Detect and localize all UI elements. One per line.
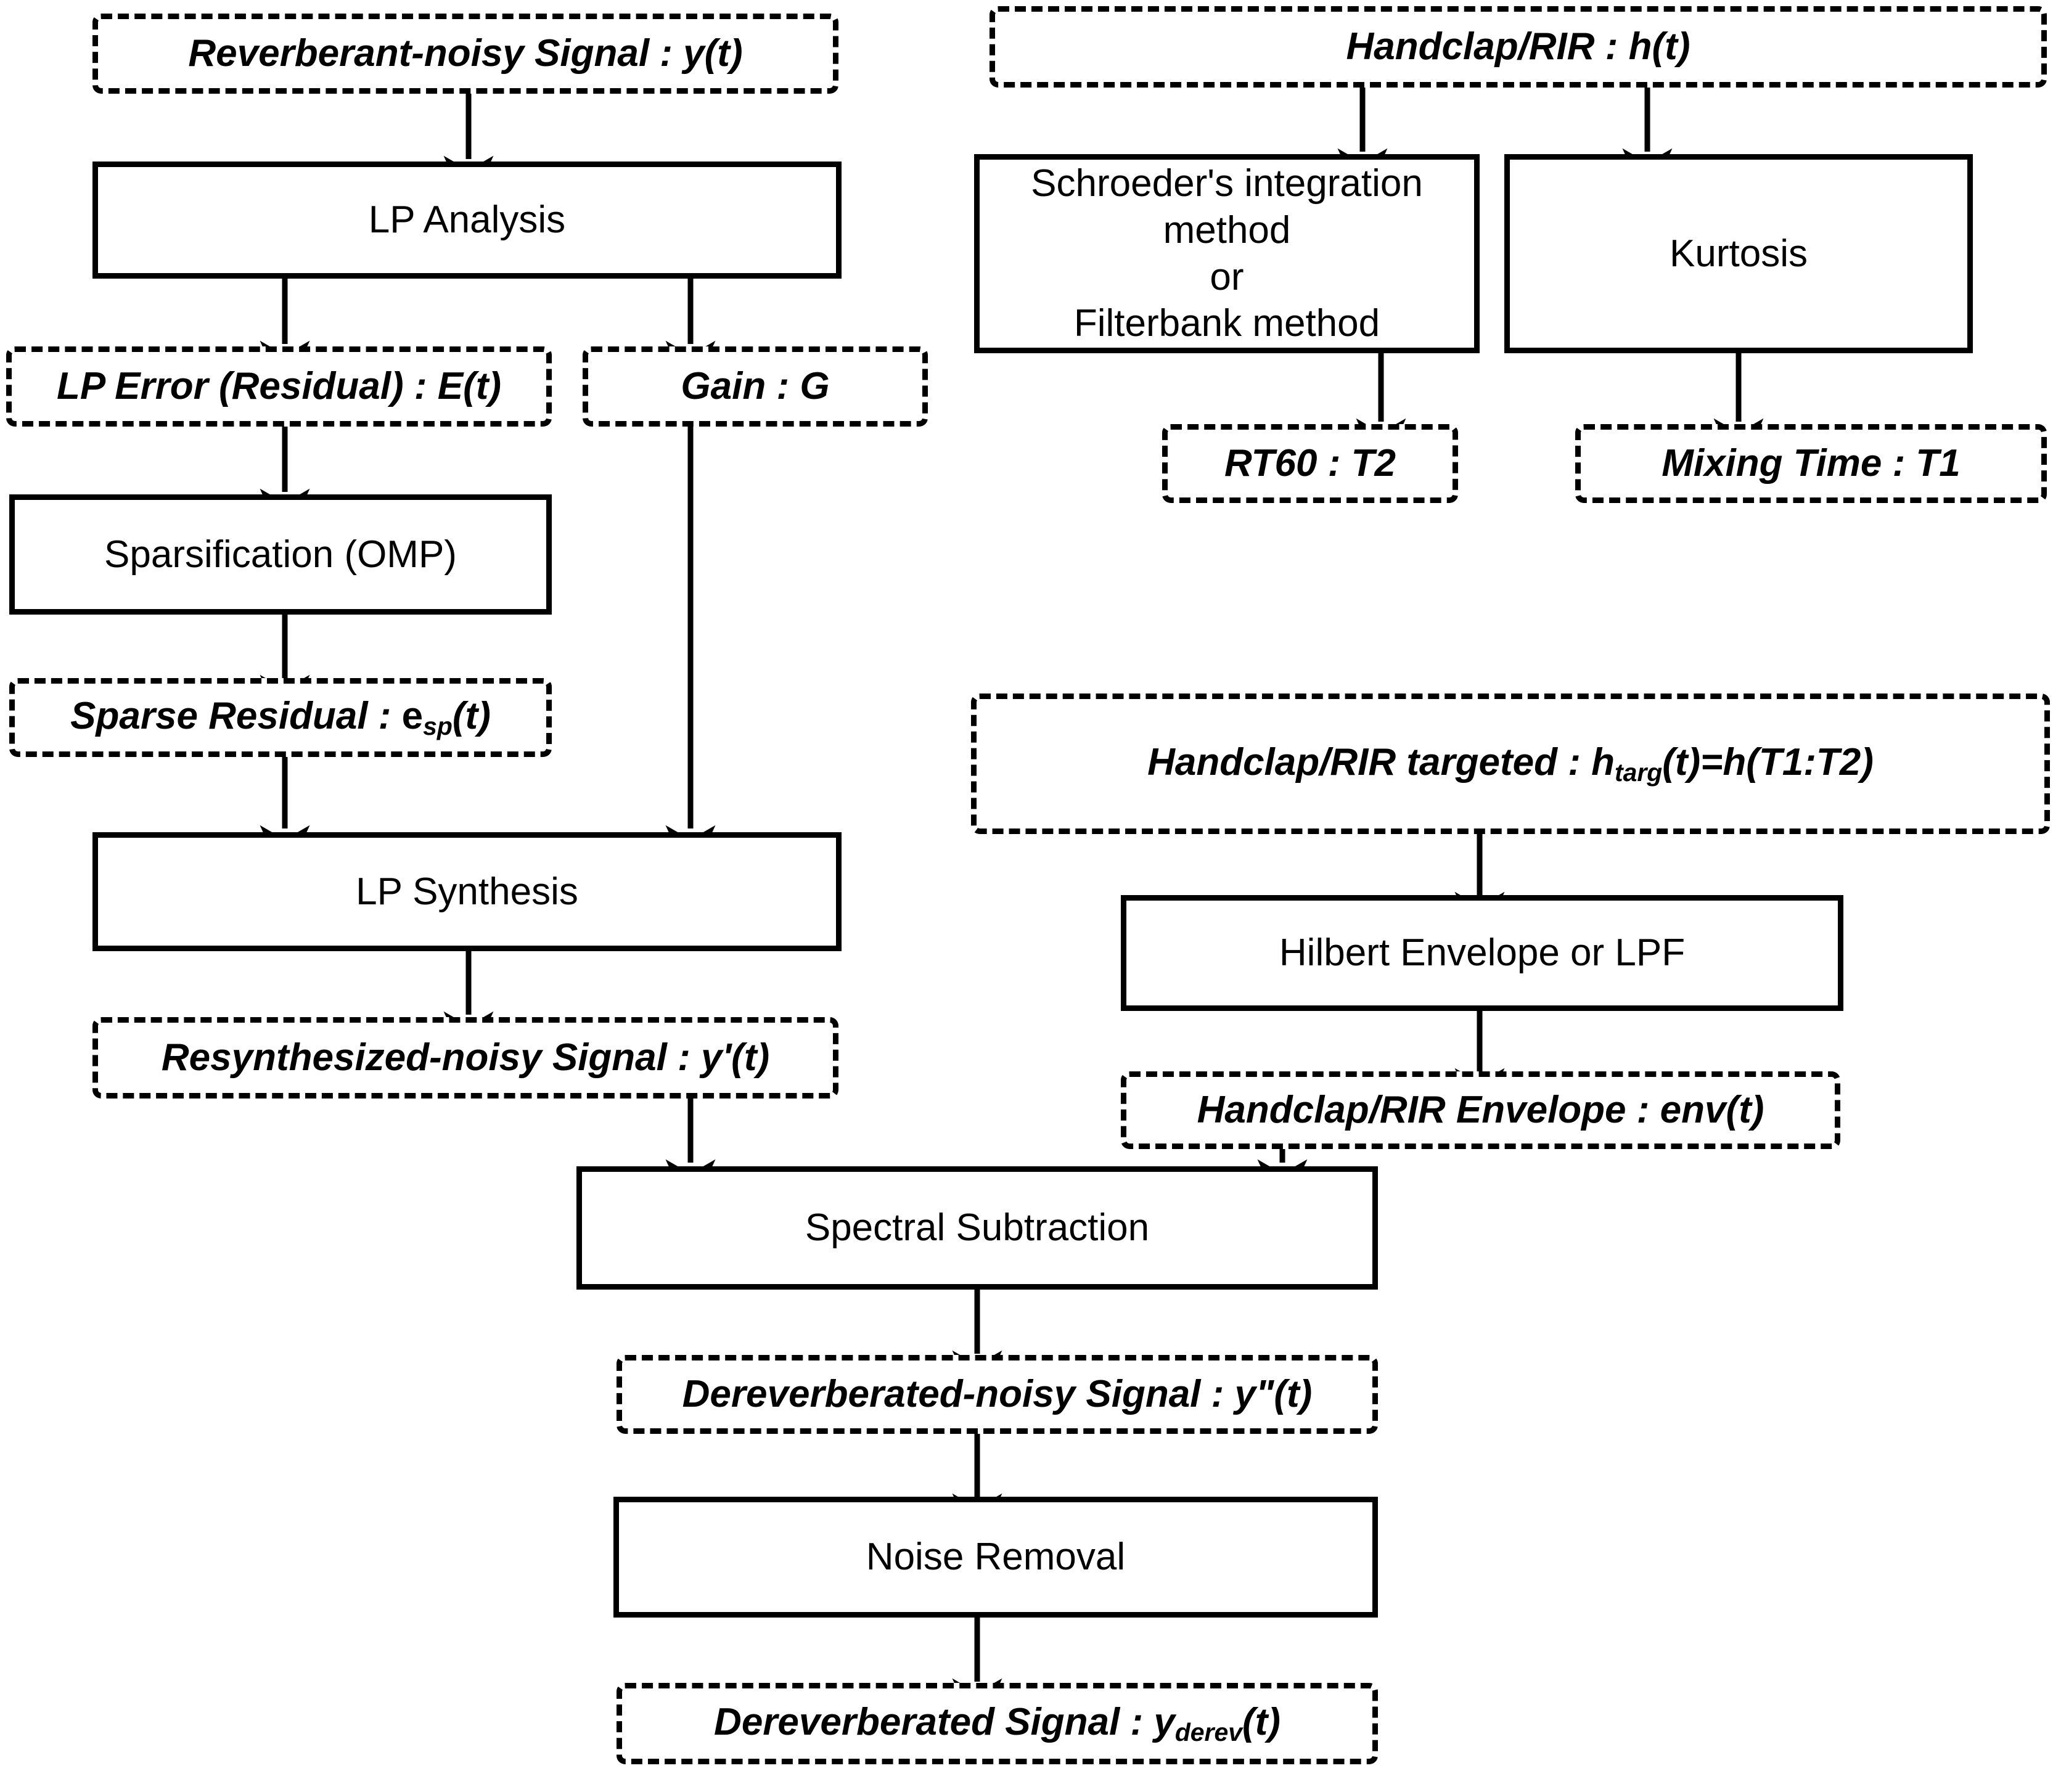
handclap-targeted-prefix: Handclap/RIR targeted : h: [1147, 740, 1615, 783]
node-handclap-rir-targeted[interactable]: Handclap/RIR targeted : htarg(t)=h(T1:T2…: [971, 693, 2050, 834]
node-label: Mixing Time : T1: [1662, 442, 1961, 485]
node-label: Spectral Subtraction: [805, 1206, 1150, 1250]
node-resynthesized-noisy-signal[interactable]: Resynthesized-noisy Signal : y'(t): [92, 1017, 838, 1099]
node-label: Sparsification (OMP): [104, 533, 457, 576]
node-lp-synthesis[interactable]: LP Synthesis: [92, 832, 842, 951]
derev-signal-prefix: Dereverberated Signal : y: [714, 1700, 1175, 1743]
node-label: Sparse Residual : esp(t): [59, 693, 502, 742]
node-kurtosis[interactable]: Kurtosis: [1504, 154, 1973, 353]
node-label: Kurtosis: [1670, 232, 1808, 275]
node-dereverberated-noisy-signal[interactable]: Dereverberated-noisy Signal : y"(t): [617, 1355, 1378, 1434]
node-label: Handclap/RIR Envelope : env(t): [1197, 1089, 1764, 1132]
node-spectral-subtraction[interactable]: Spectral Subtraction: [576, 1166, 1378, 1290]
schroeder-line-2: or: [1210, 255, 1244, 298]
node-label: Dereverberated Signal : yderev(t): [703, 1699, 1292, 1748]
node-label: Reverberant-noisy Signal : y(t): [188, 32, 743, 75]
sparse-residual-suffix: (t): [452, 694, 491, 737]
node-sparse-residual[interactable]: Sparse Residual : esp(t): [9, 678, 552, 757]
schroeder-line-1: Schroeder's integration method: [1031, 162, 1423, 252]
node-label: Gain : G: [681, 365, 830, 408]
derev-signal-subscript: derev: [1174, 1718, 1242, 1747]
node-reverberant-noisy-signal[interactable]: Reverberant-noisy Signal : y(t): [92, 14, 838, 94]
node-noise-removal[interactable]: Noise Removal: [613, 1497, 1378, 1618]
sparse-residual-symbol: e: [401, 694, 424, 737]
node-lp-error-residual[interactable]: LP Error (Residual) : E(t): [6, 346, 552, 427]
node-mixing-time[interactable]: Mixing Time : T1: [1575, 424, 2047, 503]
node-handclap-rir-envelope[interactable]: Handclap/RIR Envelope : env(t): [1121, 1071, 1840, 1149]
node-label: LP Error (Residual) : E(t): [56, 365, 502, 408]
node-handclap-rir[interactable]: Handclap/RIR : h(t): [990, 6, 2047, 88]
node-label: LP Synthesis: [356, 870, 578, 913]
node-label: Handclap/RIR : h(t): [1346, 25, 1690, 68]
node-dereverberated-signal[interactable]: Dereverberated Signal : yderev(t): [617, 1683, 1378, 1764]
node-label: Noise Removal: [866, 1536, 1126, 1579]
schroeder-line-3: Filterbank method: [1073, 302, 1380, 345]
node-label: LP Analysis: [368, 198, 566, 242]
node-hilbert-envelope-or-lpf[interactable]: Hilbert Envelope or LPF: [1121, 895, 1843, 1011]
handclap-targeted-suffix: (t)=h(T1:T2): [1662, 740, 1874, 783]
node-label: RT60 : T2: [1224, 442, 1396, 485]
derev-signal-suffix: (t): [1242, 1700, 1281, 1743]
node-gain[interactable]: Gain : G: [583, 346, 928, 427]
node-label: Resynthesized-noisy Signal : y'(t): [161, 1036, 770, 1079]
node-rt60[interactable]: RT60 : T2: [1162, 424, 1458, 503]
sparse-residual-subscript: sp: [423, 712, 453, 741]
node-sparsification-omp[interactable]: Sparsification (OMP): [9, 494, 552, 615]
node-label: Handclap/RIR targeted : htarg(t)=h(T1:T2…: [1136, 739, 1885, 788]
node-label: Hilbert Envelope or LPF: [1279, 931, 1686, 975]
handclap-targeted-subscript: targ: [1614, 758, 1663, 787]
node-label: Dereverberated-noisy Signal : y"(t): [682, 1373, 1313, 1416]
node-lp-analysis[interactable]: LP Analysis: [92, 162, 842, 279]
sparse-residual-prefix: Sparse Residual :: [70, 694, 402, 737]
